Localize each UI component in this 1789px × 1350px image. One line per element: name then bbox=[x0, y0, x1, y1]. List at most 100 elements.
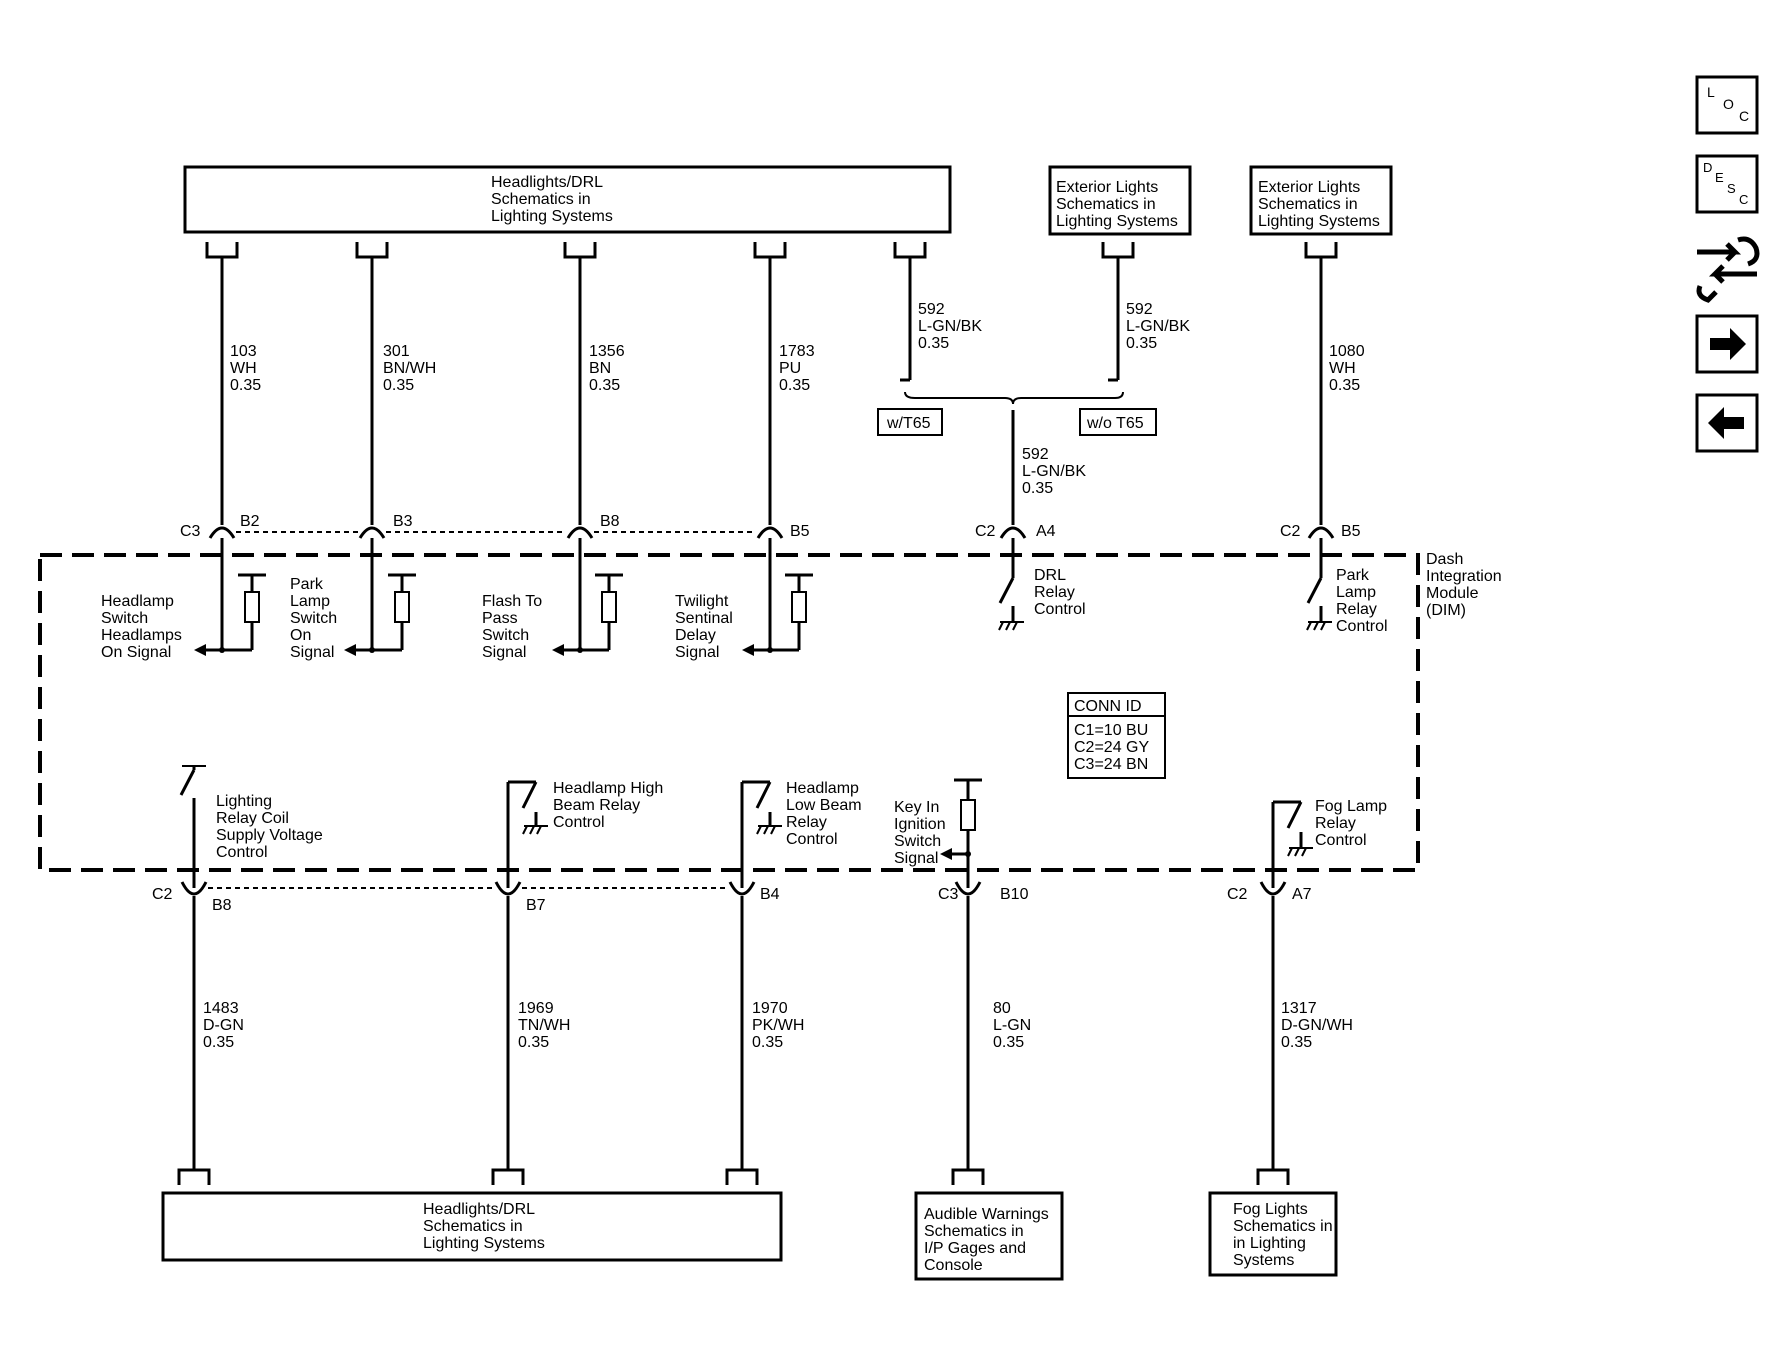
connector-pin: A4 bbox=[1036, 523, 1056, 540]
wire-gauge: 0.35 bbox=[1281, 1034, 1312, 1051]
bottom-connector-tabs bbox=[177, 1168, 1290, 1185]
signal-label: Lamp bbox=[290, 593, 330, 610]
module-line: Schematics in bbox=[1233, 1218, 1333, 1235]
signal-label: Control bbox=[1315, 832, 1367, 849]
wire-circuit: 592 bbox=[918, 301, 945, 318]
module-line: I/P Gages and bbox=[924, 1240, 1026, 1257]
desc-letter: C bbox=[1739, 192, 1748, 207]
signal-label: Switch bbox=[101, 610, 148, 627]
signal-label: Lighting bbox=[216, 793, 272, 810]
connector-pin: B5 bbox=[1341, 523, 1361, 540]
wire-color: WH bbox=[230, 360, 257, 377]
signal-label: On Signal bbox=[101, 644, 171, 661]
wire-gauge: 0.35 bbox=[752, 1034, 783, 1051]
dim-label-line: Dash bbox=[1426, 551, 1463, 568]
signal-label: Headlamp High bbox=[553, 780, 663, 797]
loc-button[interactable]: L O C bbox=[1695, 75, 1759, 135]
module-line: Lighting Systems bbox=[1056, 213, 1178, 230]
wire-color: PU bbox=[779, 360, 801, 377]
module-bottom-fog-lights: Fog Lights Schematics in in Lighting Sys… bbox=[1208, 1191, 1338, 1277]
top-connector-tabs bbox=[205, 242, 1338, 259]
option-label: w/T65 bbox=[886, 415, 931, 432]
signal-label: Switch bbox=[482, 627, 529, 644]
module-line: Headlights/DRL bbox=[423, 1201, 535, 1218]
connector-id: C2 bbox=[1280, 523, 1301, 540]
wire-color: D-GN bbox=[203, 1017, 244, 1034]
desc-button[interactable]: D E S C bbox=[1695, 154, 1759, 214]
dim-module-border bbox=[38, 553, 1420, 872]
signal-label: Supply Voltage bbox=[216, 827, 323, 844]
module-line: Lighting Systems bbox=[491, 208, 613, 225]
signal-label: Switch bbox=[894, 833, 941, 850]
signal-label: Low Beam bbox=[786, 797, 862, 814]
signal-label: Key In bbox=[894, 799, 939, 816]
module-top-headlights: Headlights/DRL Schematics in Lighting Sy… bbox=[183, 165, 952, 234]
connector-pin: B3 bbox=[393, 513, 413, 530]
signal-label: Relay bbox=[1034, 584, 1075, 601]
module-line: Fog Lights bbox=[1233, 1201, 1308, 1218]
signal-label: Relay bbox=[786, 814, 827, 831]
bottom-connectors: C2 B8 B7 B4 C3 B10 C2 A7 bbox=[152, 881, 1312, 914]
module-line: Console bbox=[924, 1257, 983, 1274]
signal-label: Control bbox=[1034, 601, 1086, 618]
module-line: Lighting Systems bbox=[423, 1235, 545, 1252]
module-line: Schematics in bbox=[491, 191, 591, 208]
signal-label: Headlamps bbox=[101, 627, 182, 644]
signal-label: Pass bbox=[482, 610, 518, 627]
loc-letter: L bbox=[1707, 84, 1715, 100]
option-label: w/o T65 bbox=[1086, 415, 1144, 432]
signal-label: DRL bbox=[1034, 567, 1066, 584]
signal-labels-top: Headlamp Switch Headlamps On Signal Park… bbox=[101, 567, 1388, 661]
signal-label: Relay bbox=[1315, 815, 1356, 832]
dim-label: Dash Integration Module (DIM) bbox=[1426, 551, 1502, 619]
signal-labels-bottom: Lighting Relay Coil Supply Voltage Contr… bbox=[216, 780, 1387, 867]
module-line: Schematics in bbox=[1258, 196, 1358, 213]
connector-pin: B7 bbox=[526, 897, 546, 914]
wire-circuit: 1783 bbox=[779, 343, 815, 360]
drl-relay-control-switch bbox=[998, 538, 1024, 631]
signal-label: Signal bbox=[894, 850, 938, 867]
bottom-wire-labels: 1483 D-GN 0.35 1969 TN/WH 0.35 1970 PK/W… bbox=[203, 1000, 1353, 1051]
module-line: Headlights/DRL bbox=[491, 174, 603, 191]
wire-color: WH bbox=[1329, 360, 1356, 377]
wire-color: L-GN bbox=[993, 1017, 1031, 1034]
arrow-left-icon[interactable] bbox=[1695, 393, 1759, 453]
signal-label: Signal bbox=[290, 644, 334, 661]
signal-label: Park bbox=[1336, 567, 1370, 584]
wire-gauge: 0.35 bbox=[230, 377, 261, 394]
signal-label: Switch bbox=[290, 610, 337, 627]
wire-color: TN/WH bbox=[518, 1017, 570, 1034]
arrow-right-icon[interactable] bbox=[1695, 314, 1759, 374]
connector-pin: B5 bbox=[790, 523, 810, 540]
wire-gauge: 0.35 bbox=[518, 1034, 549, 1051]
wire-circuit: 103 bbox=[230, 343, 257, 360]
module-top-exterior-lights-b: Exterior Lights Schematics in Lighting S… bbox=[1249, 165, 1393, 236]
signal-label: Signal bbox=[482, 644, 526, 661]
connector-id: C2 bbox=[975, 523, 996, 540]
wire-circuit: 80 bbox=[993, 1000, 1011, 1017]
wire-circuit: 1356 bbox=[589, 343, 625, 360]
signal-label: Delay bbox=[675, 627, 716, 644]
connector-pin: B8 bbox=[212, 897, 232, 914]
wrench-swap-icon[interactable] bbox=[1696, 236, 1760, 303]
signal-label: Relay Coil bbox=[216, 810, 289, 827]
wire-circuit: 592 bbox=[1022, 446, 1049, 463]
loc-letter: C bbox=[1739, 108, 1749, 124]
wire-circuit: 1080 bbox=[1329, 343, 1365, 360]
dim-label-line: Integration bbox=[1426, 568, 1502, 585]
top-connectors: C3 B2 B3 B8 B5 C2 A4 C2 B5 bbox=[180, 513, 1361, 540]
park-lamp-relay-control-switch bbox=[1306, 538, 1332, 631]
module-line: Schematics in bbox=[1056, 196, 1156, 213]
connector-id: C2 bbox=[152, 886, 173, 903]
signal-label: Flash To bbox=[482, 593, 542, 610]
signal-label: On bbox=[290, 627, 311, 644]
conn-id-line: C2=24 GY bbox=[1074, 739, 1149, 756]
connector-pin: B10 bbox=[1000, 886, 1029, 903]
wire-gauge: 0.35 bbox=[918, 335, 949, 352]
key-in-ignition-input bbox=[940, 778, 982, 888]
wire-circuit: 1969 bbox=[518, 1000, 554, 1017]
option-with-t65: w/T65 bbox=[877, 408, 943, 436]
connector-id: C3 bbox=[180, 523, 201, 540]
wire-circuit: 301 bbox=[383, 343, 410, 360]
